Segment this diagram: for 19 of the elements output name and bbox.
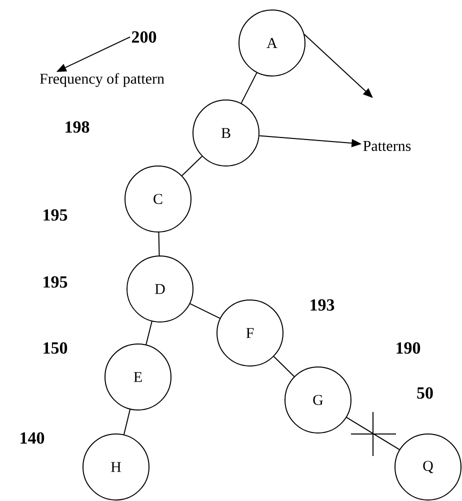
tree-edge	[123, 409, 131, 435]
tree-edge	[146, 321, 152, 345]
frequency-number: 200	[132, 31, 156, 43]
frequency-number: 140	[20, 432, 44, 444]
tree-edge	[346, 416, 400, 450]
text-label: Frequency of pattern	[40, 73, 164, 87]
frequency-number: 195	[44, 209, 68, 221]
text-label: Patterns	[363, 141, 411, 151]
frequency-number: 198	[66, 121, 90, 133]
frequency-number: 193	[310, 299, 334, 311]
tree-edge	[158, 232, 160, 256]
frequency-number: 50	[417, 387, 433, 399]
tree-edge	[182, 156, 202, 176]
tree-edge	[273, 356, 295, 377]
tree-edge	[240, 72, 258, 104]
frequency-number: 190	[396, 342, 420, 354]
tree-edge	[190, 303, 220, 319]
frequency-number: 150	[44, 342, 68, 354]
frequency-number: 195	[44, 276, 68, 288]
